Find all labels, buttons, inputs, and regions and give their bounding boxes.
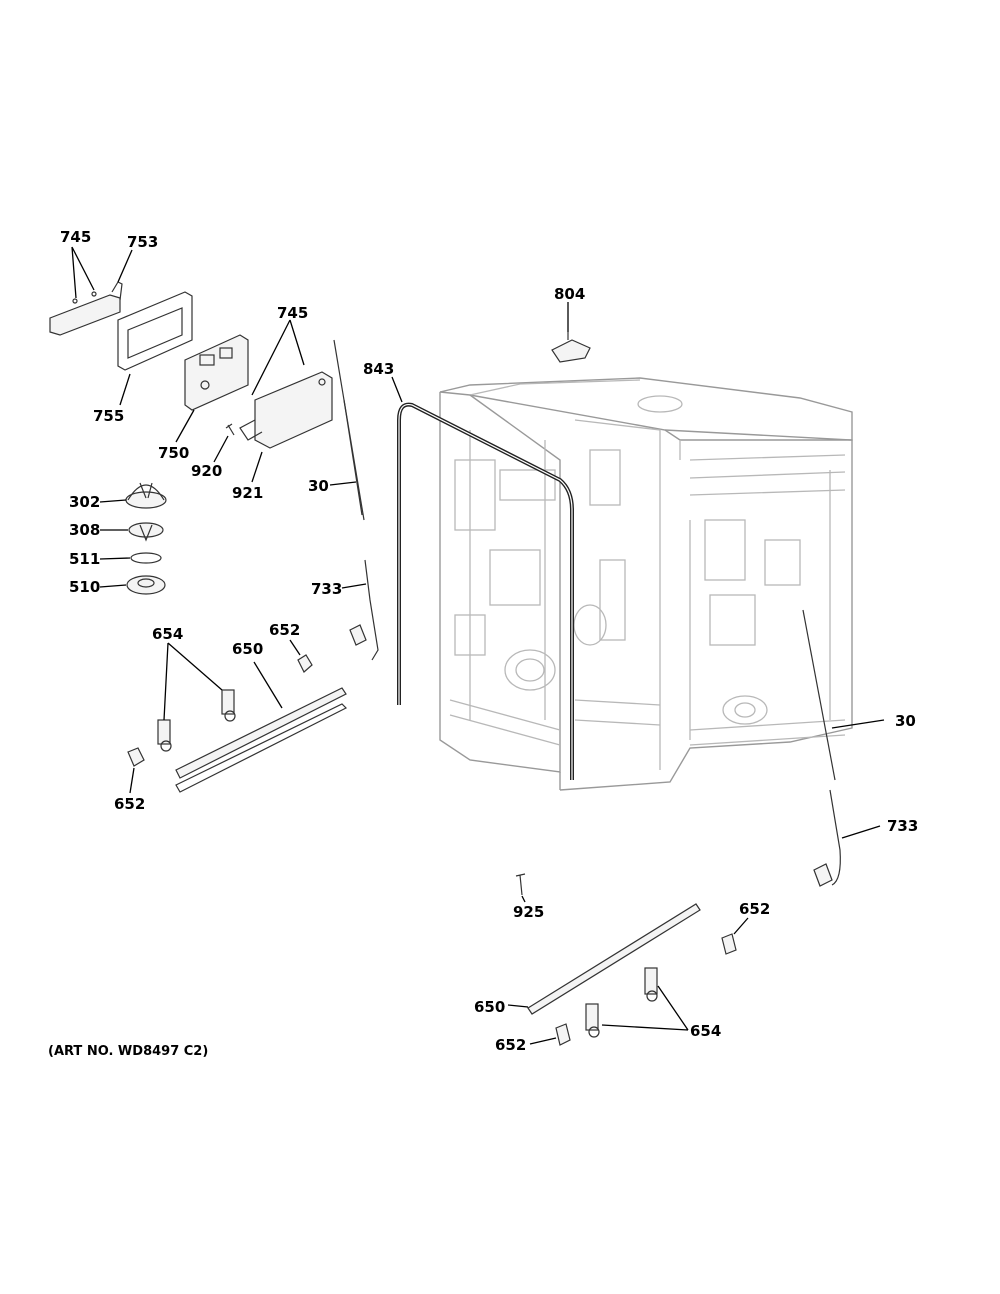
clip-652-d bbox=[555, 1023, 571, 1046]
callout-30: 30 bbox=[308, 477, 329, 495]
screw-920 bbox=[225, 423, 235, 436]
cable-733-left bbox=[349, 559, 379, 661]
door-gasket-843 bbox=[397, 402, 574, 780]
hinge-spring-30-left bbox=[333, 339, 365, 521]
callout-925: 925 bbox=[513, 903, 544, 921]
gasket-511 bbox=[130, 552, 162, 564]
dishwasher-tub bbox=[439, 377, 853, 791]
callout-733: 733 bbox=[311, 580, 342, 598]
impeller-308 bbox=[128, 522, 164, 542]
hinge-spring-30-right bbox=[802, 609, 836, 781]
door-gasket-843-inner bbox=[398, 403, 573, 780]
frame-755 bbox=[117, 291, 193, 371]
callout-745: 745 bbox=[277, 304, 308, 322]
bracket-753 bbox=[49, 281, 123, 336]
callout-654: 654 bbox=[152, 625, 183, 643]
cable-733-right bbox=[813, 789, 841, 887]
callout-652: 652 bbox=[495, 1036, 526, 1054]
callout-511: 511 bbox=[69, 550, 100, 568]
callout-650: 650 bbox=[474, 998, 505, 1016]
rail-650-right bbox=[527, 903, 701, 1015]
callout-654: 654 bbox=[690, 1022, 721, 1040]
pump-302 bbox=[125, 482, 167, 509]
clip-652-c bbox=[721, 933, 737, 955]
housing-510 bbox=[126, 575, 166, 595]
control-board-750 bbox=[184, 334, 249, 411]
callout-843: 843 bbox=[363, 360, 394, 378]
roller-654-left bbox=[157, 689, 236, 752]
callout-753: 753 bbox=[127, 233, 158, 251]
callout-920: 920 bbox=[191, 462, 222, 480]
callout-30: 30 bbox=[895, 712, 916, 730]
screw-925 bbox=[515, 873, 526, 896]
callout-750: 750 bbox=[158, 444, 189, 462]
callout-510: 510 bbox=[69, 578, 100, 596]
leader-lines bbox=[71, 246, 885, 1045]
clip-652-b bbox=[127, 747, 145, 767]
callout-652: 652 bbox=[269, 621, 300, 639]
valve-804 bbox=[551, 332, 591, 363]
callout-650: 650 bbox=[232, 640, 263, 658]
callout-652: 652 bbox=[739, 900, 770, 918]
rail-650-left bbox=[175, 687, 348, 793]
clip-652-a bbox=[297, 654, 313, 673]
callout-745: 745 bbox=[60, 228, 91, 246]
callout-308: 308 bbox=[69, 521, 100, 539]
bracket-921 bbox=[239, 371, 333, 449]
callout-921: 921 bbox=[232, 484, 263, 502]
callout-755: 755 bbox=[93, 407, 124, 425]
callout-302: 302 bbox=[69, 493, 100, 511]
roller-654-right bbox=[585, 967, 658, 1038]
callout-733: 733 bbox=[887, 817, 918, 835]
callout-652: 652 bbox=[114, 795, 145, 813]
art-number: (ART NO. WD8497 C2) bbox=[48, 1044, 208, 1059]
callout-804: 804 bbox=[554, 285, 585, 303]
